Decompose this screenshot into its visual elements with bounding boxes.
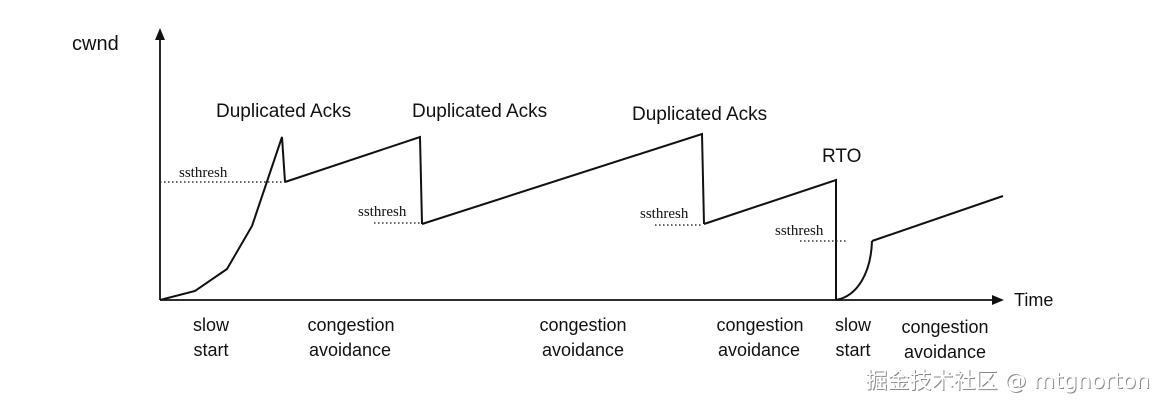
- ssthresh-label-2: ssthresh: [358, 204, 407, 220]
- ssthresh-label-3: ssthresh: [640, 206, 689, 222]
- phase-label-4: congestion avoidance: [716, 315, 803, 360]
- event-label-duplicated-acks-2: Duplicated Acks: [412, 101, 547, 122]
- watermark: 掘金技术社区 @ mtgnorton 掘金技术社区 @ mtgnorton: [866, 369, 1152, 395]
- phase-label-2-line1: congestion: [307, 315, 394, 335]
- event-label-duplicated-acks-3: Duplicated Acks: [632, 104, 767, 125]
- y-axis-arrow: [155, 28, 165, 40]
- y-axis-label: cwnd: [72, 33, 119, 55]
- cwnd-curve-slow-start-2: [835, 240, 873, 301]
- phase-label-6-line2: avoidance: [904, 342, 986, 362]
- phase-label-1: slow start: [193, 315, 230, 360]
- phase-label-5-line1: slow: [835, 315, 872, 335]
- phase-label-6-line1: congestion: [901, 317, 988, 337]
- phase-label-5-line2: start: [835, 340, 870, 360]
- phase-label-3: congestion avoidance: [539, 315, 626, 360]
- phase-label-1-line1: slow: [193, 315, 230, 335]
- phase-label-2: congestion avoidance: [307, 315, 394, 360]
- watermark-text: 掘金技术社区 @ mtgnorton: [866, 369, 1151, 394]
- event-label-rto: RTO: [822, 146, 861, 167]
- phase-label-3-line2: avoidance: [542, 340, 624, 360]
- phase-label-4-line1: congestion: [716, 315, 803, 335]
- cwnd-curve-avoidance-2: [421, 132, 705, 225]
- phase-label-2-line2: avoidance: [309, 340, 391, 360]
- phase-label-6: congestion avoidance: [901, 317, 988, 362]
- phase-label-1-line2: start: [193, 340, 228, 360]
- watermark-shadow: 掘金技术社区 @ mtgnorton: [867, 370, 1152, 395]
- cwnd-curve-slow-start: [159, 136, 286, 301]
- cwnd-curve-avoidance-3: [703, 178, 837, 300]
- x-axis-arrow: [992, 295, 1004, 305]
- cwnd-curve-avoidance-1: [284, 135, 423, 225]
- phase-label-5: slow start: [835, 315, 872, 360]
- phase-label-3-line1: congestion: [539, 315, 626, 335]
- ssthresh-label-1: ssthresh: [179, 165, 228, 181]
- phase-label-4-line2: avoidance: [718, 340, 800, 360]
- cwnd-curve-avoidance-4: [871, 195, 1004, 242]
- event-label-duplicated-acks-1: Duplicated Acks: [216, 101, 351, 122]
- ssthresh-label-4: ssthresh: [775, 223, 824, 239]
- x-axis-label: Time: [1014, 290, 1053, 310]
